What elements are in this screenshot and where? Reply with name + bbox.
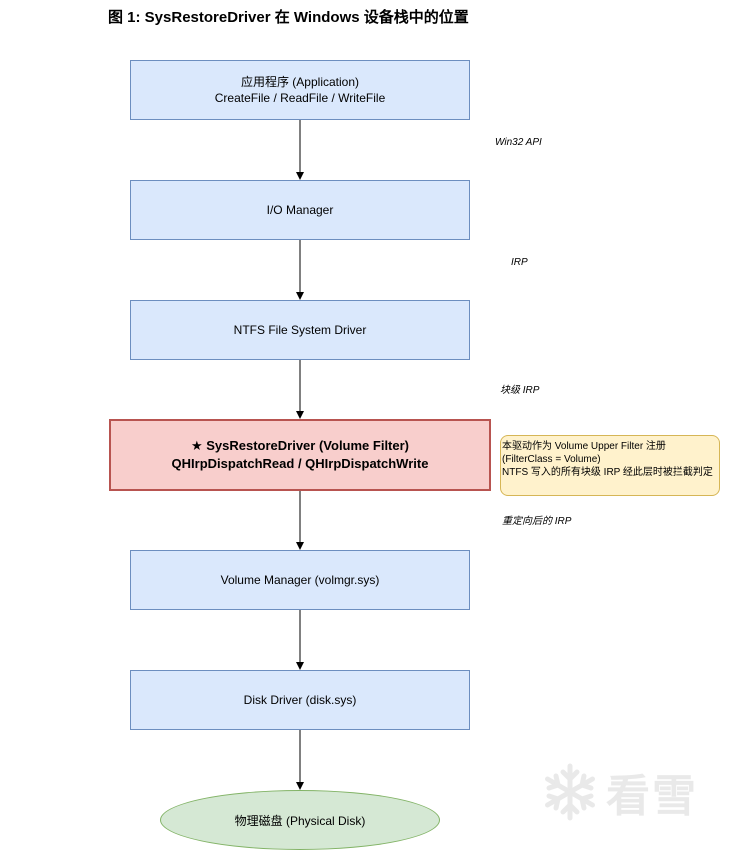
edge-label-block-irp: 块级 IRP <box>500 385 540 396</box>
filter-note-line3: NTFS 写入的所有块级 IRP 经此层时被拦截判定 <box>502 467 713 478</box>
volmgr-label: Volume Manager (volmgr.sys) <box>220 573 380 587</box>
physical-disk-label: 物理磁盘 (Physical Disk) <box>234 813 366 828</box>
app-node-apis: CreateFile / ReadFile / WriteFile <box>214 91 386 105</box>
edge-label-irp: IRP <box>511 257 528 268</box>
io-manager-node: I/O Manager <box>130 180 470 240</box>
filter-note-line2: (FilterClass = Volume) <box>502 454 601 465</box>
snowflake-icon <box>545 763 595 821</box>
ntfs-label: NTFS File System Driver <box>233 323 367 337</box>
disk-driver-label: Disk Driver (disk.sys) <box>243 693 357 707</box>
sysrestore-filter-name: ★ SysRestoreDriver (Volume Filter) <box>190 438 410 453</box>
sysrestore-filter-node: ★ SysRestoreDriver (Volume Filter) QHIrp… <box>109 419 491 491</box>
app-node-name: 应用程序 (Application) <box>240 75 360 89</box>
volmgr-node: Volume Manager (volmgr.sys) <box>130 550 470 610</box>
ntfs-node: NTFS File System Driver <box>130 300 470 360</box>
sysrestore-dispatch-routines: QHIrpDispatchRead / QHIrpDispatchWrite <box>171 456 429 471</box>
disk-driver-node: Disk Driver (disk.sys) <box>130 670 470 730</box>
filter-note: 本驱动作为 Volume Upper Filter 注册 (FilterClas… <box>500 435 720 496</box>
app-node: 应用程序 (Application) CreateFile / ReadFile… <box>130 60 470 120</box>
watermark-text: 看雪 <box>606 772 698 821</box>
io-manager-label: I/O Manager <box>266 203 334 217</box>
physical-disk-node: 物理磁盘 (Physical Disk) <box>160 790 440 850</box>
figure-title: 图 1: SysRestoreDriver 在 Windows 设备栈中的位置 <box>108 9 469 26</box>
edge-label-win32: Win32 API <box>495 137 542 148</box>
watermark: 看雪 <box>540 760 698 824</box>
edge-label-redirected-irp: 重定向后的 IRP <box>502 516 572 527</box>
filter-note-line1: 本驱动作为 Volume Upper Filter 注册 <box>502 441 666 452</box>
